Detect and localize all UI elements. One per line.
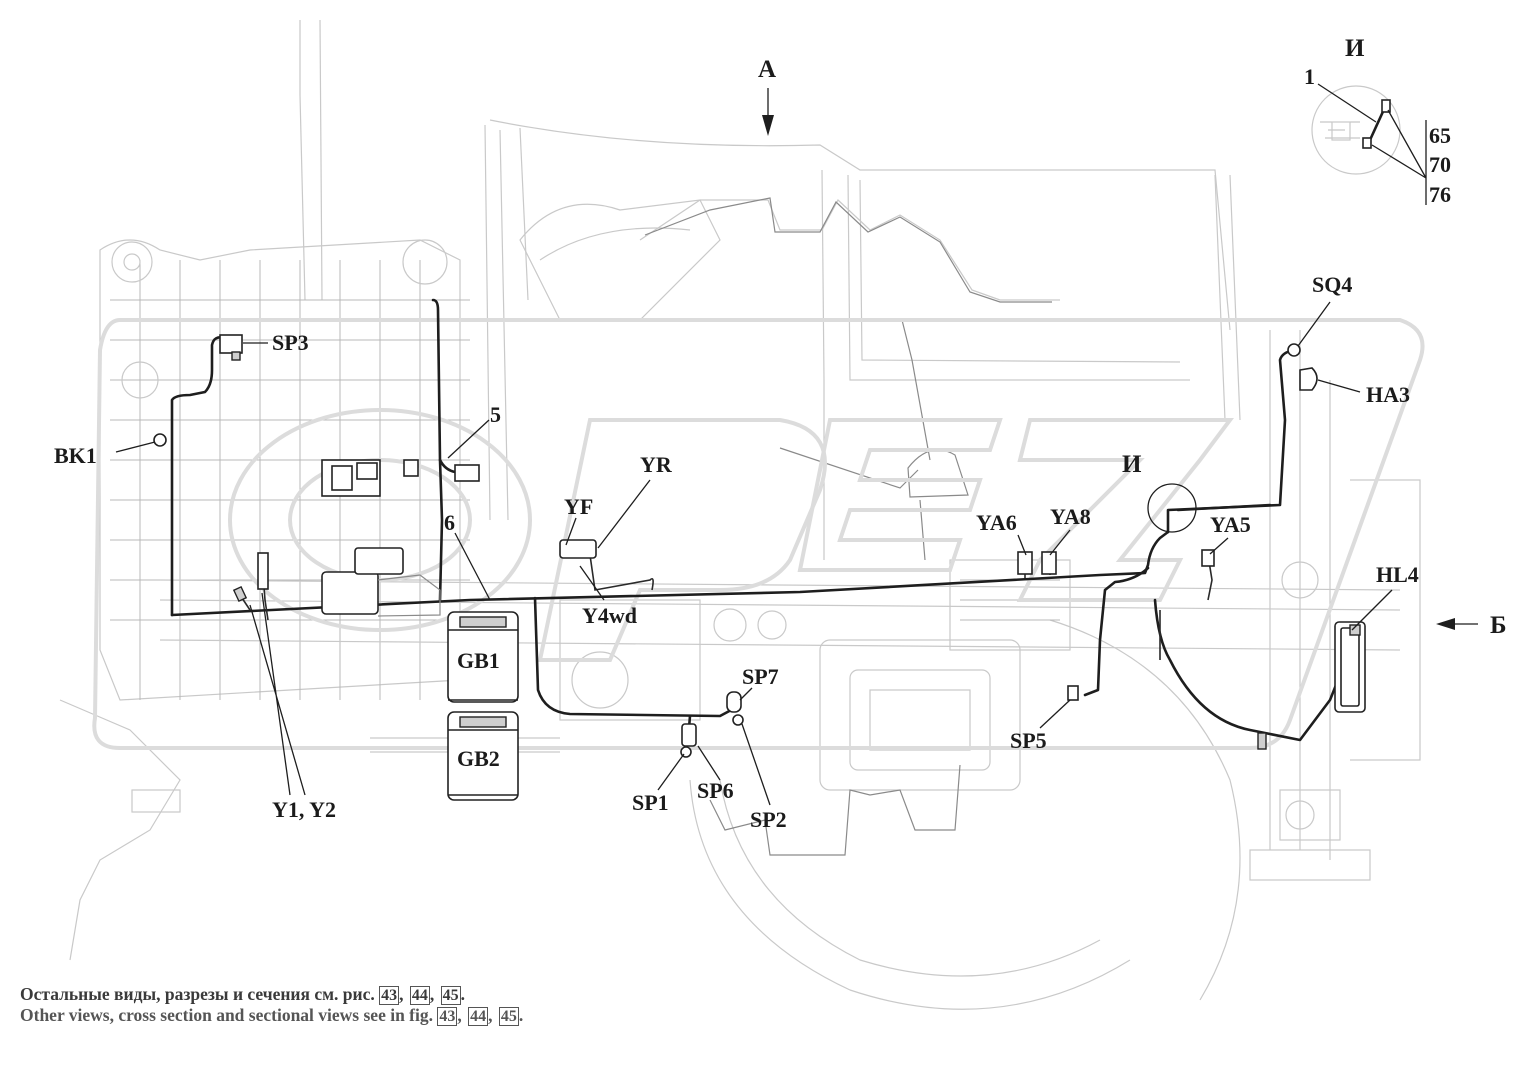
bk1-label: BK1	[54, 443, 97, 468]
sensor-bk1	[153, 433, 167, 447]
footnote-ru-text: Остальные виды, разрезы и сечения см. ри…	[20, 984, 375, 1004]
sensor-sp5	[1067, 685, 1079, 701]
ya8-label: YA8	[1050, 504, 1091, 529]
sp7-label: SP7	[742, 664, 779, 689]
yf-label: YF	[564, 494, 593, 519]
switch-sq4	[1287, 343, 1301, 357]
footnote-en: Other views, cross section and sectional…	[20, 1005, 524, 1026]
valve-ya8	[1041, 551, 1057, 575]
watermark	[92, 318, 1425, 750]
ya5-label: YA5	[1210, 512, 1251, 537]
sensor-sp3	[219, 334, 243, 354]
view-b-label: Б	[1490, 612, 1507, 639]
battery-gb1	[447, 611, 519, 703]
yr-label: YR	[640, 452, 673, 477]
starter-motor	[321, 571, 379, 615]
valve-ya5	[1201, 549, 1215, 567]
sensor-sp2	[732, 714, 744, 726]
lamp-hl4	[1334, 621, 1366, 713]
part-number-65: 65	[1429, 123, 1451, 148]
detail-i-title: И	[1345, 35, 1365, 62]
valve-yf	[559, 539, 597, 559]
sensor-sp7	[726, 691, 742, 713]
view-a-label: А	[758, 56, 776, 83]
figure-ref-link[interactable]: 45	[498, 1007, 519, 1026]
item-5-label: 5	[490, 402, 501, 427]
components	[153, 99, 1391, 801]
footnote-ru: Остальные виды, разрезы и сечения см. ри…	[20, 984, 466, 1005]
ha3-label: HA3	[1366, 382, 1410, 407]
detail-item-number: 1	[1304, 64, 1315, 89]
part-number-76: 76	[1429, 182, 1451, 207]
gb1-label: GB1	[457, 648, 500, 673]
horn-ha3	[1299, 367, 1318, 391]
hl4-label: HL4	[1376, 562, 1419, 587]
part-number-70: 70	[1429, 152, 1451, 177]
tractor-outline-drawing	[59, 19, 1421, 1010]
arrow-b-head	[1436, 618, 1455, 630]
detail-i-marker-label: И	[1122, 451, 1142, 478]
valve-ya6	[1017, 551, 1033, 575]
item-6-label: 6	[444, 510, 455, 535]
sensor-sp6	[681, 723, 697, 747]
sq4-label: SQ4	[1312, 272, 1352, 297]
footnote: Остальные виды, разрезы и сечения см. ри…	[20, 984, 523, 1026]
y4wd-label: Y4wd	[582, 603, 637, 628]
ya6-label: YA6	[976, 510, 1017, 535]
footnote-en-text: Other views, cross section and sectional…	[20, 1005, 434, 1025]
connector-5	[454, 464, 480, 482]
figure-ref-link[interactable]: 44	[409, 986, 430, 1005]
figure-ref-link[interactable]: 43	[379, 986, 400, 1005]
sp1-label: SP1	[632, 790, 669, 815]
figure-ref-link[interactable]: 44	[468, 1007, 489, 1026]
y1-y2-label: Y1, Y2	[272, 797, 336, 822]
sp5-label: SP5	[1010, 728, 1047, 753]
wiring-harness	[170, 298, 1340, 742]
battery-gb2	[447, 711, 519, 801]
y1-y2-valve	[257, 552, 269, 590]
labels: А Б И 1 65 70 76 И SP3 BK1 5 6 YR YF Y4w…	[54, 35, 1507, 832]
sp3-label: SP3	[272, 330, 309, 355]
sp2-label: SP2	[750, 807, 787, 832]
detail-circle-i	[1147, 483, 1197, 533]
figure-ref-link[interactable]: 45	[440, 986, 461, 1005]
gb2-label: GB2	[457, 746, 500, 771]
figure-ref-link[interactable]: 43	[437, 1007, 458, 1026]
sp6-label: SP6	[697, 778, 734, 803]
leader-lines	[115, 83, 1478, 806]
